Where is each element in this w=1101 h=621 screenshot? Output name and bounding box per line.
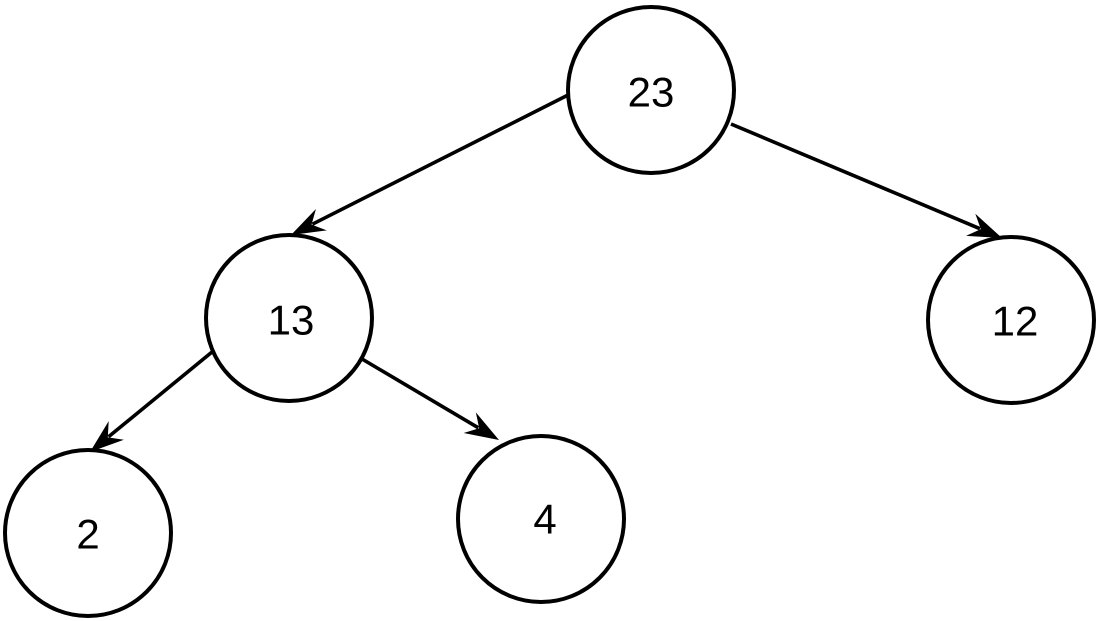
arrowhead-icon (291, 208, 327, 235)
node-circle[interactable] (3, 448, 173, 618)
node-circle[interactable] (456, 434, 626, 604)
arrowhead-icon (90, 421, 124, 452)
edge-13-2 (90, 350, 214, 452)
tree-node-left-left[interactable]: 2 (3, 448, 173, 618)
edge-line (311, 91, 573, 226)
node-circle[interactable] (566, 5, 736, 175)
edge-23-13 (291, 91, 573, 235)
tree-node-left[interactable]: 13 (204, 233, 374, 403)
tree-node-left-right[interactable]: 4 (456, 434, 626, 604)
edge-layer (90, 91, 1002, 452)
arrowhead-icon (463, 412, 499, 440)
node-label: 13 (268, 297, 315, 344)
edge-23-12 (730, 122, 1002, 238)
edge-line (107, 350, 214, 439)
node-label: 12 (992, 298, 1039, 345)
node-circle[interactable] (926, 235, 1096, 405)
node-layer: 23 13 12 2 4 (3, 5, 1096, 618)
node-label: 23 (628, 69, 675, 116)
edge-13-4 (356, 354, 499, 440)
edge-line (356, 354, 480, 430)
tree-node-root[interactable]: 23 (566, 5, 736, 175)
tree-node-right[interactable]: 12 (926, 235, 1096, 405)
node-label: 4 (533, 496, 556, 543)
arrowhead-icon (966, 213, 1002, 238)
edge-line (730, 122, 981, 231)
node-circle[interactable] (204, 233, 374, 403)
node-label: 2 (76, 511, 99, 558)
